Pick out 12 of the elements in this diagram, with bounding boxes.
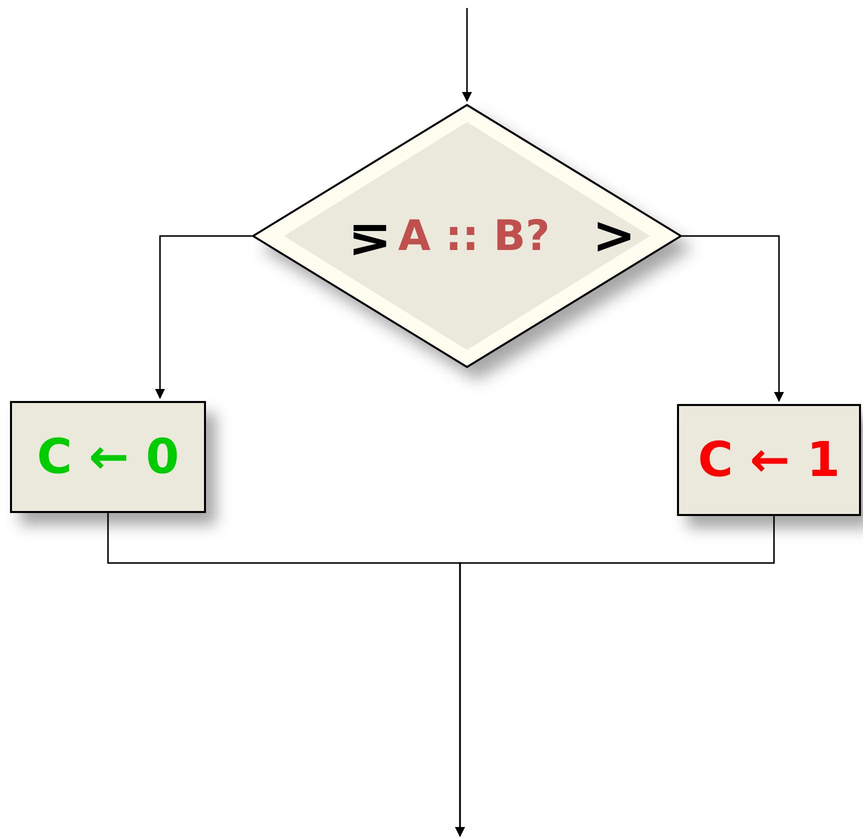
arrow <box>455 516 775 837</box>
arrow <box>155 235 252 399</box>
process-box <box>677 404 861 516</box>
edge-label: > <box>592 210 636 262</box>
node-text: C ← 1 <box>698 436 840 484</box>
node-text: C ← 0 <box>36 433 180 481</box>
process-box <box>10 401 206 513</box>
edge-label: ≤ <box>348 216 392 268</box>
decision-diamond <box>252 104 682 368</box>
arrow <box>682 235 784 402</box>
node-text: A :: B? <box>398 215 550 257</box>
arrow <box>462 8 472 102</box>
